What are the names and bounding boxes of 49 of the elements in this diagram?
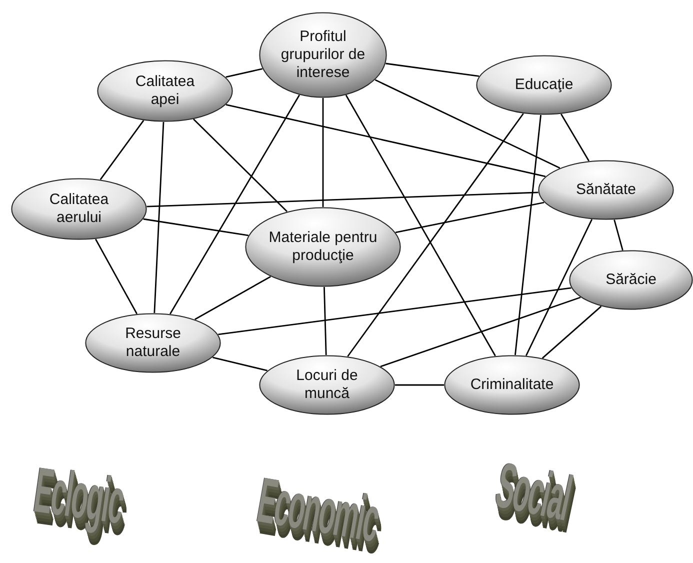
connector-line <box>614 220 624 250</box>
3d-word-art: Eclogic <box>30 455 128 540</box>
connector-line <box>226 104 546 178</box>
node-label: Educaţie <box>514 76 574 94</box>
connector-line <box>345 94 496 356</box>
node-label: Locuri de muncă <box>295 367 359 403</box>
3d-word-art: Economic <box>252 465 384 558</box>
connector-line <box>514 114 542 356</box>
connector-line <box>542 306 602 359</box>
connector-line <box>324 286 327 356</box>
connector-line <box>386 62 480 77</box>
connector-line <box>154 122 164 314</box>
ellipse-node <box>11 178 147 240</box>
ellipse-node <box>444 355 580 415</box>
connector-line <box>94 238 138 314</box>
connector-line <box>193 118 288 212</box>
connector-line <box>560 114 590 162</box>
connector-line <box>395 384 444 386</box>
node-label: Calitatea aerului <box>48 191 110 227</box>
connector-line <box>218 287 572 336</box>
node-label: Profitul grupurilor de interese <box>280 28 366 82</box>
ellipse-node <box>97 60 233 122</box>
ellipse-node <box>259 355 395 415</box>
connector-line <box>170 94 300 314</box>
node-label: Calitatea apei <box>134 73 196 109</box>
node-label: Sănătate <box>576 181 636 199</box>
connector-line <box>347 113 524 357</box>
ellipse-node <box>85 313 221 373</box>
connector-line <box>143 218 248 236</box>
3d-word-art: Social <box>490 450 576 536</box>
ellipse-node <box>476 55 612 115</box>
connector-line <box>212 356 268 372</box>
node-label: Sărăcie <box>606 271 656 289</box>
connector-line <box>380 296 581 368</box>
connector-line <box>322 98 324 207</box>
connector-line <box>194 276 271 320</box>
ellipse-node <box>245 207 401 287</box>
connector-line <box>525 219 593 356</box>
node-label: Resurse naturale <box>124 325 182 361</box>
connector-line <box>146 192 538 208</box>
node-label: Criminalitate <box>470 376 554 394</box>
ellipse-node <box>569 250 693 310</box>
connector-line <box>100 120 144 180</box>
ellipse-node <box>538 160 674 220</box>
ellipse-node <box>259 12 387 98</box>
connector-line <box>395 202 544 234</box>
connector-line <box>226 68 263 78</box>
node-label: Materiale pentru producţie <box>268 229 378 265</box>
connector-line <box>374 79 560 169</box>
